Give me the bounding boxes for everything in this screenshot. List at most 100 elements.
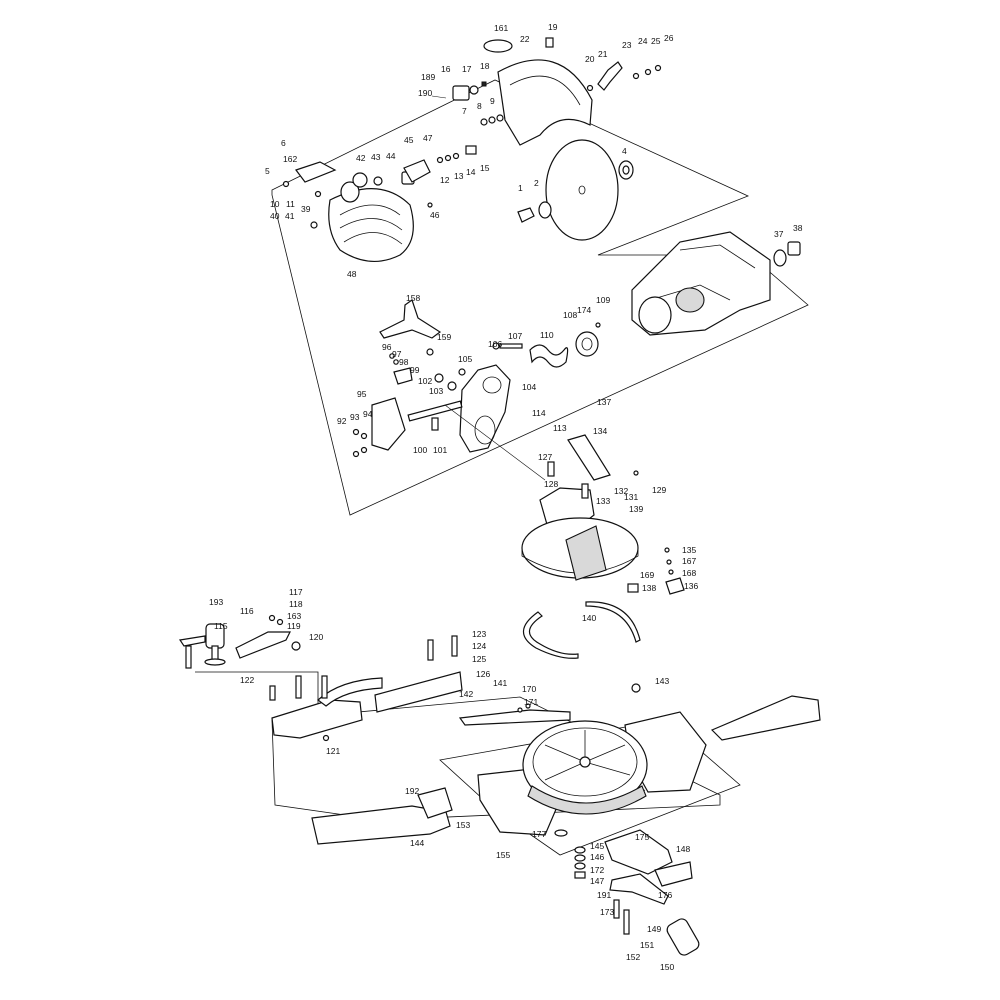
part-callout: 119: [287, 621, 301, 631]
part-callout: 14: [466, 167, 476, 177]
part-callout: 113: [553, 423, 567, 433]
bevel-and-table: [521, 434, 685, 595]
fence-115: [235, 631, 291, 659]
part-callout: 107: [508, 331, 522, 341]
part-callout: 15: [480, 163, 490, 173]
bracket-148: [604, 829, 673, 875]
part-callout: 133: [596, 496, 610, 506]
saw-blade-assembly: [517, 139, 634, 241]
part-callout: 45: [404, 135, 414, 145]
part-callout: 38: [793, 223, 803, 233]
part-callout: 175: [635, 832, 649, 842]
extension-rod-right: [710, 695, 821, 741]
washer-108: [575, 331, 599, 357]
part-callout: 125: [472, 654, 486, 664]
part-callout: 97: [392, 349, 402, 359]
guard-plate-161: [483, 39, 513, 53]
part-callout: 191: [597, 890, 611, 900]
part-callout: 140: [582, 613, 596, 623]
lever-21: [597, 61, 623, 91]
clamp-arm: [178, 635, 206, 647]
lower-blade-guard: [282, 159, 433, 263]
part-callout: 127: [538, 452, 552, 462]
washer-17: [469, 85, 479, 95]
part-callout: 114: [532, 408, 546, 418]
part-callout: 9: [490, 96, 495, 106]
part-callout: 106: [488, 339, 502, 349]
screw-19: [545, 37, 554, 48]
part-callout: 170: [522, 684, 536, 694]
part-callout: 12: [440, 175, 450, 185]
part-callout: 46: [430, 210, 440, 220]
bracket-192: [417, 787, 453, 819]
part-callout: 169: [640, 570, 654, 580]
lower-guard-48: [328, 188, 414, 263]
handle-158: [379, 299, 442, 339]
part-callout: 118: [289, 599, 303, 609]
part-callout: 139: [629, 504, 643, 514]
part-callout: 26: [664, 33, 674, 43]
part-callout: 21: [598, 49, 608, 59]
clamp-and-fence: [178, 614, 463, 742]
part-callout: 6: [281, 138, 286, 148]
part-callout: 126: [476, 669, 490, 679]
base-frame: [271, 696, 721, 821]
part-callout: 153: [456, 820, 470, 830]
part-callout: 163: [287, 611, 301, 621]
part-callout: 151: [640, 940, 654, 950]
part-callout: 121: [326, 746, 340, 756]
assembly-frames: [195, 79, 809, 856]
fence-126: [374, 671, 463, 713]
part-callout: 10: [270, 199, 280, 209]
part-callout: 171: [524, 697, 538, 707]
fence-left: [271, 699, 363, 739]
part-callout: 7: [462, 106, 467, 116]
part-callout: 16: [441, 64, 451, 74]
part-callout: 150: [660, 962, 674, 972]
clip-136: [665, 577, 685, 595]
arm-assembly: [352, 299, 599, 481]
pin-100: [407, 400, 463, 422]
saw-blade: [545, 139, 619, 241]
part-callout: 41: [285, 211, 295, 221]
part-callout: 1: [518, 183, 523, 193]
lever-149: [609, 873, 669, 905]
pin-101: [431, 417, 439, 431]
part-callout: 39: [301, 204, 311, 214]
part-callout: 44: [386, 151, 396, 161]
part-callout: 131: [624, 492, 638, 502]
bolt-1: [517, 207, 535, 223]
part-callout: 96: [382, 342, 392, 352]
part-callout: 162: [283, 154, 297, 164]
nut-38: [787, 241, 801, 256]
arc-ring-140: [585, 601, 641, 643]
bracket-99: [393, 367, 413, 385]
part-callout: 176: [658, 890, 672, 900]
part-callout: 109: [596, 295, 610, 305]
part-callout: 2: [534, 178, 539, 188]
part-callout: 172: [590, 865, 604, 875]
part-callout: 92: [337, 416, 347, 426]
plate-176: [654, 861, 693, 887]
part-callout: 110: [540, 330, 554, 340]
part-callout: 37: [774, 229, 784, 239]
part-callout: 20: [585, 54, 595, 64]
part-callout: 190: [418, 88, 432, 98]
part-callout: 134: [593, 426, 607, 436]
part-callout: 148: [676, 844, 690, 854]
part-callout: 174: [577, 305, 591, 315]
part-callout: 159: [437, 332, 451, 342]
part-callout: 155: [496, 850, 510, 860]
part-callout: 145: [590, 841, 604, 851]
part-callout: 24: [638, 36, 648, 46]
part-callout: 18: [480, 61, 490, 71]
part-callout: 120: [309, 632, 323, 642]
part-callout: 103: [429, 386, 443, 396]
part-callout: 144: [410, 838, 424, 848]
part-callout: 42: [356, 153, 366, 163]
fence-arc: [317, 677, 383, 707]
arc-ring-left: [522, 611, 579, 659]
